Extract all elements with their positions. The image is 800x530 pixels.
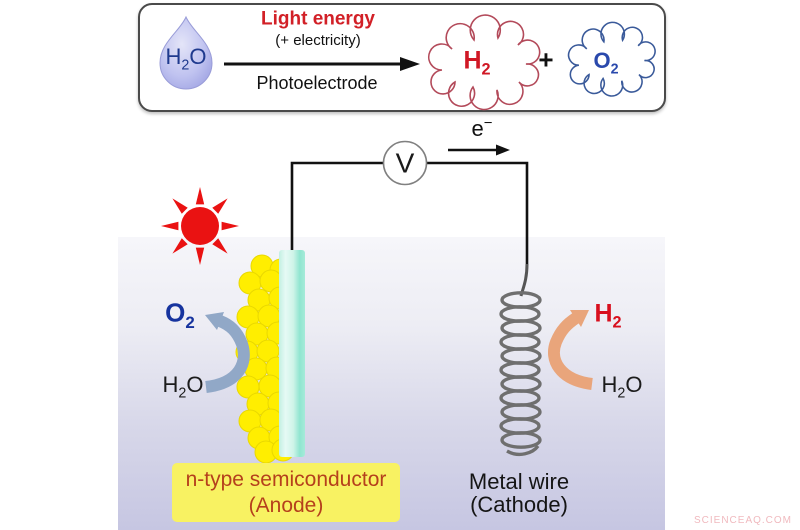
anode-water-label: H2O xyxy=(162,371,204,402)
watermark: SCIENCEAQ.COM xyxy=(693,515,792,526)
photoelectrode-label: Photoelectrode xyxy=(256,73,378,94)
anode-caption-line1: n-type semiconductor xyxy=(185,467,387,491)
light-energy-label: Light energy xyxy=(260,8,376,30)
electron-flow-arrow xyxy=(448,144,510,156)
cathode-caption-line2: (Cathode) xyxy=(470,492,568,517)
cathode-gas-label: H2 xyxy=(594,299,622,332)
anode-caption-line2: (Anode) xyxy=(248,493,324,517)
cathode-caption-line1: Metal wire xyxy=(468,469,570,494)
voltmeter-label: V xyxy=(395,147,415,179)
plus-sign: + xyxy=(538,44,554,75)
cathode-caption: Metal wire (Cathode) xyxy=(469,470,569,516)
reaction-equation-box xyxy=(138,3,666,112)
cathode-water-label: H2O xyxy=(601,371,643,402)
o2-cloud-label: O2 xyxy=(593,47,619,78)
anode-gas-label: O2 xyxy=(165,297,195,332)
anode-caption: n-type semiconductor (Anode) xyxy=(172,463,400,522)
electricity-label: (+ electricity) xyxy=(275,31,361,49)
electron-label: e− xyxy=(471,114,493,141)
h2-cloud-label: H2 xyxy=(463,46,491,79)
droplet-h2o-label: H2O xyxy=(165,43,207,74)
